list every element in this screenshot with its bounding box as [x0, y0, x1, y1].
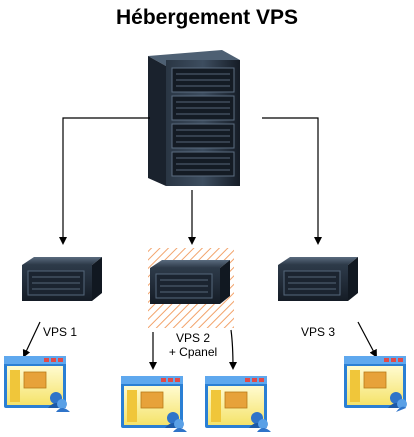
website-window-icon-4	[344, 356, 407, 412]
website-window-icon-3	[205, 376, 271, 432]
main-rack-server-icon	[148, 50, 240, 186]
vps3-server-icon	[278, 257, 358, 301]
connector-main-to-vps1	[59, 117, 150, 245]
page-title: Hébergement VPS	[115, 6, 299, 29]
connector-vps1-to-site	[22, 321, 41, 358]
connector-vps2-to-site-b	[228, 329, 237, 370]
vps1-server-icon	[22, 257, 102, 301]
vps2-label: VPS 2 + Cpanel	[150, 331, 236, 359]
vps1-label: VPS 1	[42, 325, 78, 339]
website-window-icon-1	[4, 356, 70, 412]
vps2-label-line2: + Cpanel	[168, 345, 218, 359]
connector-main-to-vps3	[262, 117, 322, 245]
website-window-icon-2	[121, 376, 187, 432]
vps2-server-icon	[150, 260, 230, 304]
connector-vps3-to-site	[357, 321, 377, 358]
vps2-label-line1: VPS 2	[175, 331, 211, 345]
vps3-label: VPS 3	[300, 325, 336, 339]
